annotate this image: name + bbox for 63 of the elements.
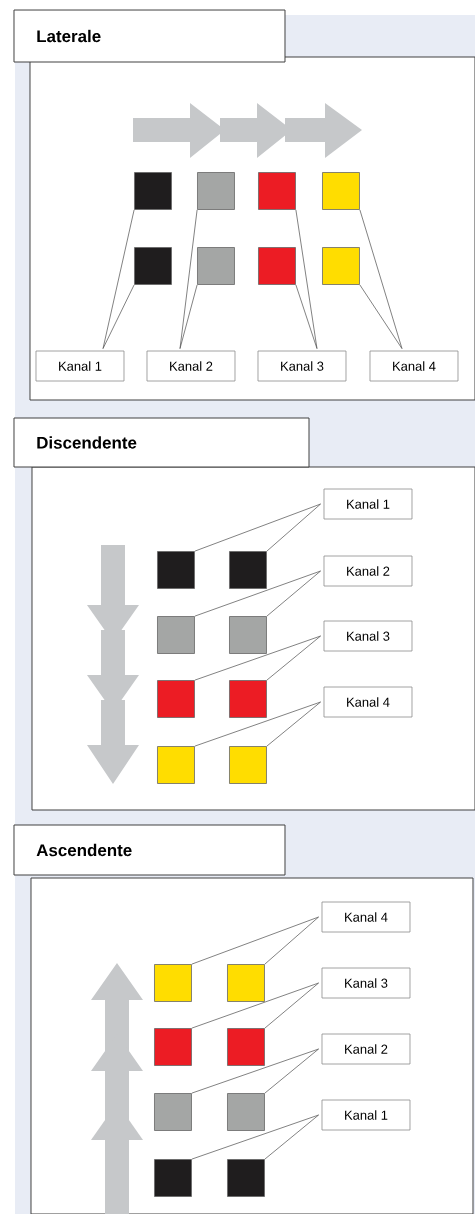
leader-line bbox=[102, 284, 135, 349]
colour-square bbox=[134, 247, 172, 285]
colour-square bbox=[197, 172, 235, 210]
colour-square bbox=[229, 551, 267, 589]
colour-square bbox=[157, 680, 195, 718]
leader-line bbox=[266, 701, 321, 747]
leader-line bbox=[264, 916, 319, 965]
colour-square bbox=[154, 1159, 192, 1197]
colour-square bbox=[229, 616, 267, 654]
channel-label: Kanal 3 bbox=[323, 620, 413, 652]
channel-label: Kanal 4 bbox=[321, 901, 411, 933]
colour-square bbox=[229, 680, 267, 718]
colour-square bbox=[322, 172, 360, 210]
leader-line bbox=[179, 209, 198, 349]
colour-square bbox=[227, 964, 265, 1002]
colour-square bbox=[157, 616, 195, 654]
leader-line bbox=[102, 209, 135, 349]
leader-line bbox=[194, 503, 321, 552]
colour-square bbox=[227, 1028, 265, 1066]
colour-square bbox=[154, 964, 192, 1002]
channel-label: Kanal 4 bbox=[323, 686, 413, 718]
leader-line bbox=[266, 503, 321, 552]
leader-line bbox=[266, 635, 321, 681]
leader-line bbox=[194, 635, 321, 681]
colour-square bbox=[258, 247, 296, 285]
channel-label: Kanal 1 bbox=[323, 488, 413, 520]
colour-square bbox=[227, 1093, 265, 1131]
channel-label: Kanal 3 bbox=[321, 967, 411, 999]
colour-square bbox=[134, 172, 172, 210]
node-label: Ascendente bbox=[36, 843, 132, 857]
channel-label: Kanal 1 bbox=[35, 350, 125, 382]
leader-line bbox=[179, 284, 198, 349]
channel-label: Kanal 2 bbox=[146, 350, 236, 382]
colour-square bbox=[227, 1159, 265, 1197]
channel-label: Kanal 2 bbox=[323, 555, 413, 587]
leader-line bbox=[191, 982, 319, 1029]
colour-square bbox=[157, 746, 195, 784]
node-label: Discendente bbox=[37, 436, 137, 449]
channel-label: Kanal 2 bbox=[321, 1033, 411, 1065]
colour-square bbox=[154, 1028, 192, 1066]
leader-line bbox=[264, 1048, 319, 1094]
leader-line bbox=[191, 916, 319, 965]
leader-line bbox=[191, 1114, 319, 1160]
leader-line bbox=[191, 1048, 319, 1094]
colour-square bbox=[322, 247, 360, 285]
leader-line bbox=[194, 570, 321, 617]
leader-line bbox=[266, 570, 321, 617]
colour-square bbox=[258, 172, 296, 210]
leader-line bbox=[359, 284, 403, 349]
colour-square bbox=[157, 551, 195, 589]
leader-line bbox=[264, 982, 319, 1029]
channel-label: Kanal 3 bbox=[257, 350, 347, 382]
node-label: Laterale bbox=[37, 29, 101, 43]
colour-square bbox=[154, 1093, 192, 1131]
leader-line bbox=[194, 701, 321, 747]
channel-label: Kanal 4 bbox=[369, 350, 459, 382]
leader-line bbox=[295, 209, 318, 349]
leader-line bbox=[264, 1114, 319, 1160]
leader-line bbox=[359, 209, 403, 349]
channel-label: Kanal 1 bbox=[321, 1099, 411, 1131]
colour-square bbox=[229, 746, 267, 784]
colour-square bbox=[197, 247, 235, 285]
leader-line bbox=[295, 284, 318, 349]
